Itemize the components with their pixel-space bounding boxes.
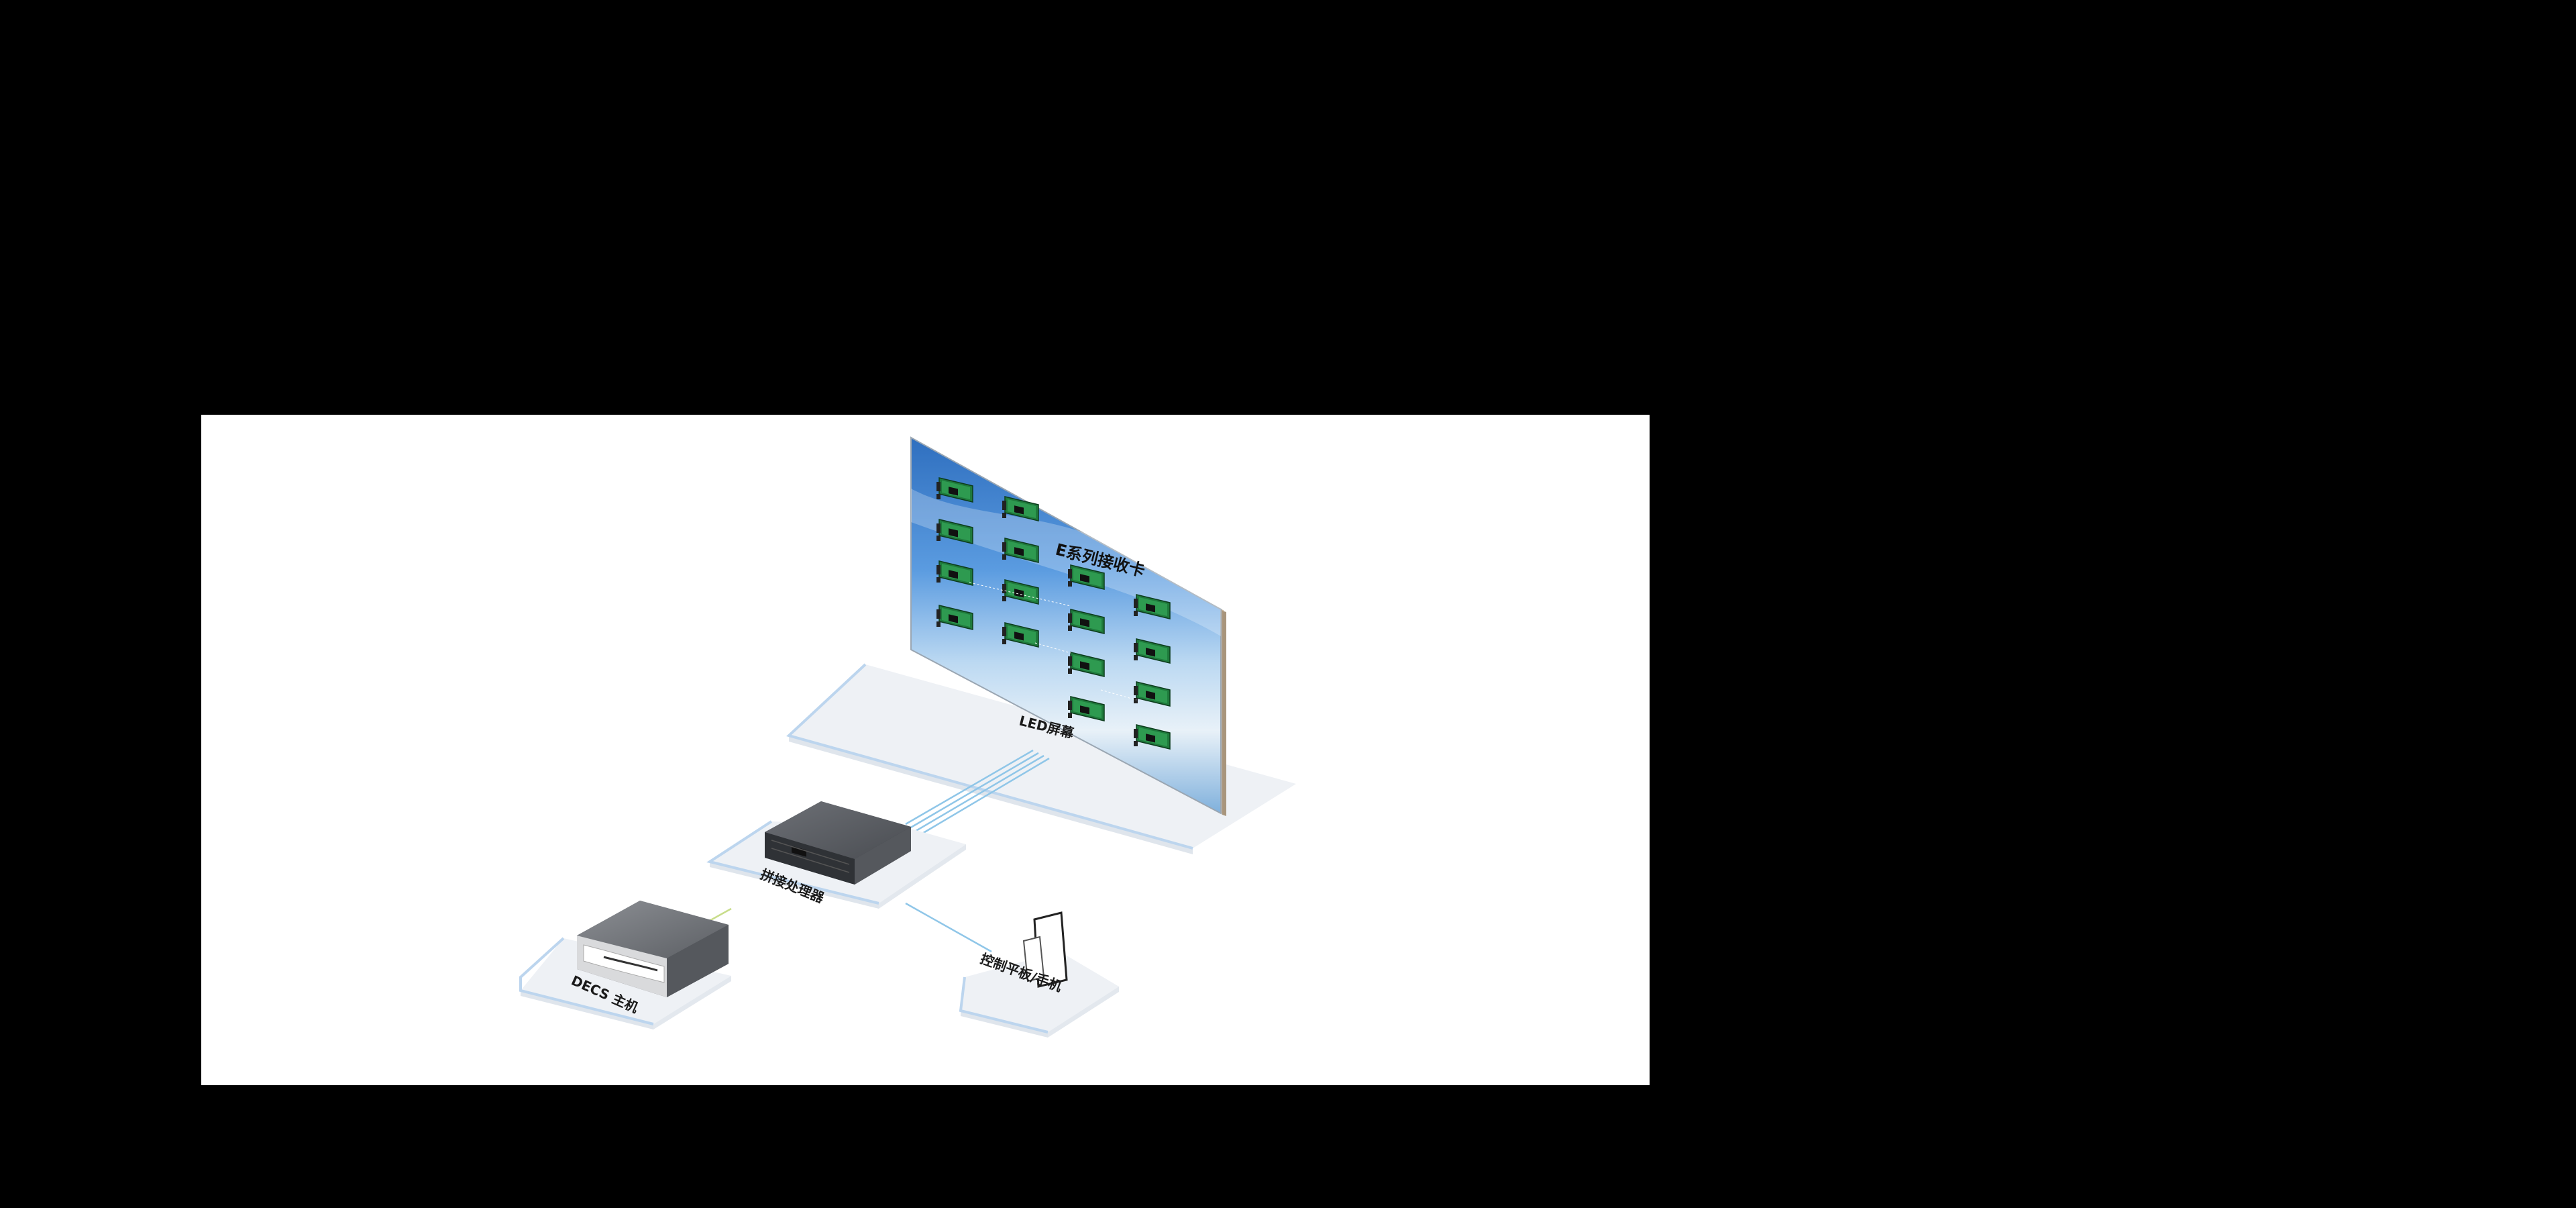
splicing-processor-device [765, 801, 911, 885]
tablet-phone-device [1022, 911, 1068, 988]
diagram-panel: E系列接收卡 LED屏幕 [201, 415, 1650, 1085]
system-topology-diagram: E系列接收卡 LED屏幕 [519, 436, 1296, 1038]
control-device-platform [959, 952, 1119, 1038]
receiving-cards-grid [936, 477, 1171, 750]
cable-screen-to-processor [905, 749, 1050, 838]
cable-processor-to-control [905, 902, 992, 953]
decs-host-device [577, 901, 729, 997]
